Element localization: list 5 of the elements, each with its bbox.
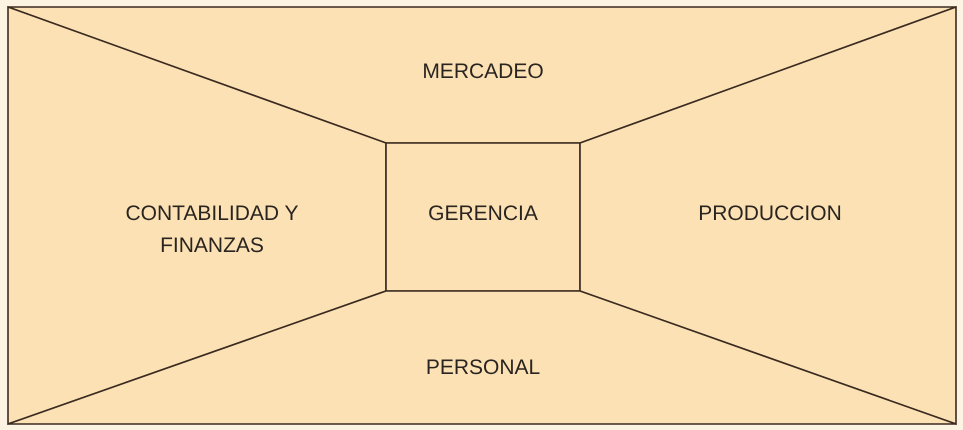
- section-label: MERCADEO: [421, 59, 545, 85]
- section-label: PERSONAL: [424, 355, 542, 381]
- section-label: GERENCIA: [427, 201, 539, 227]
- section-label: PRODUCCION: [697, 201, 843, 227]
- section-label: CONTABILIDAD Y FINANZAS: [124, 201, 300, 259]
